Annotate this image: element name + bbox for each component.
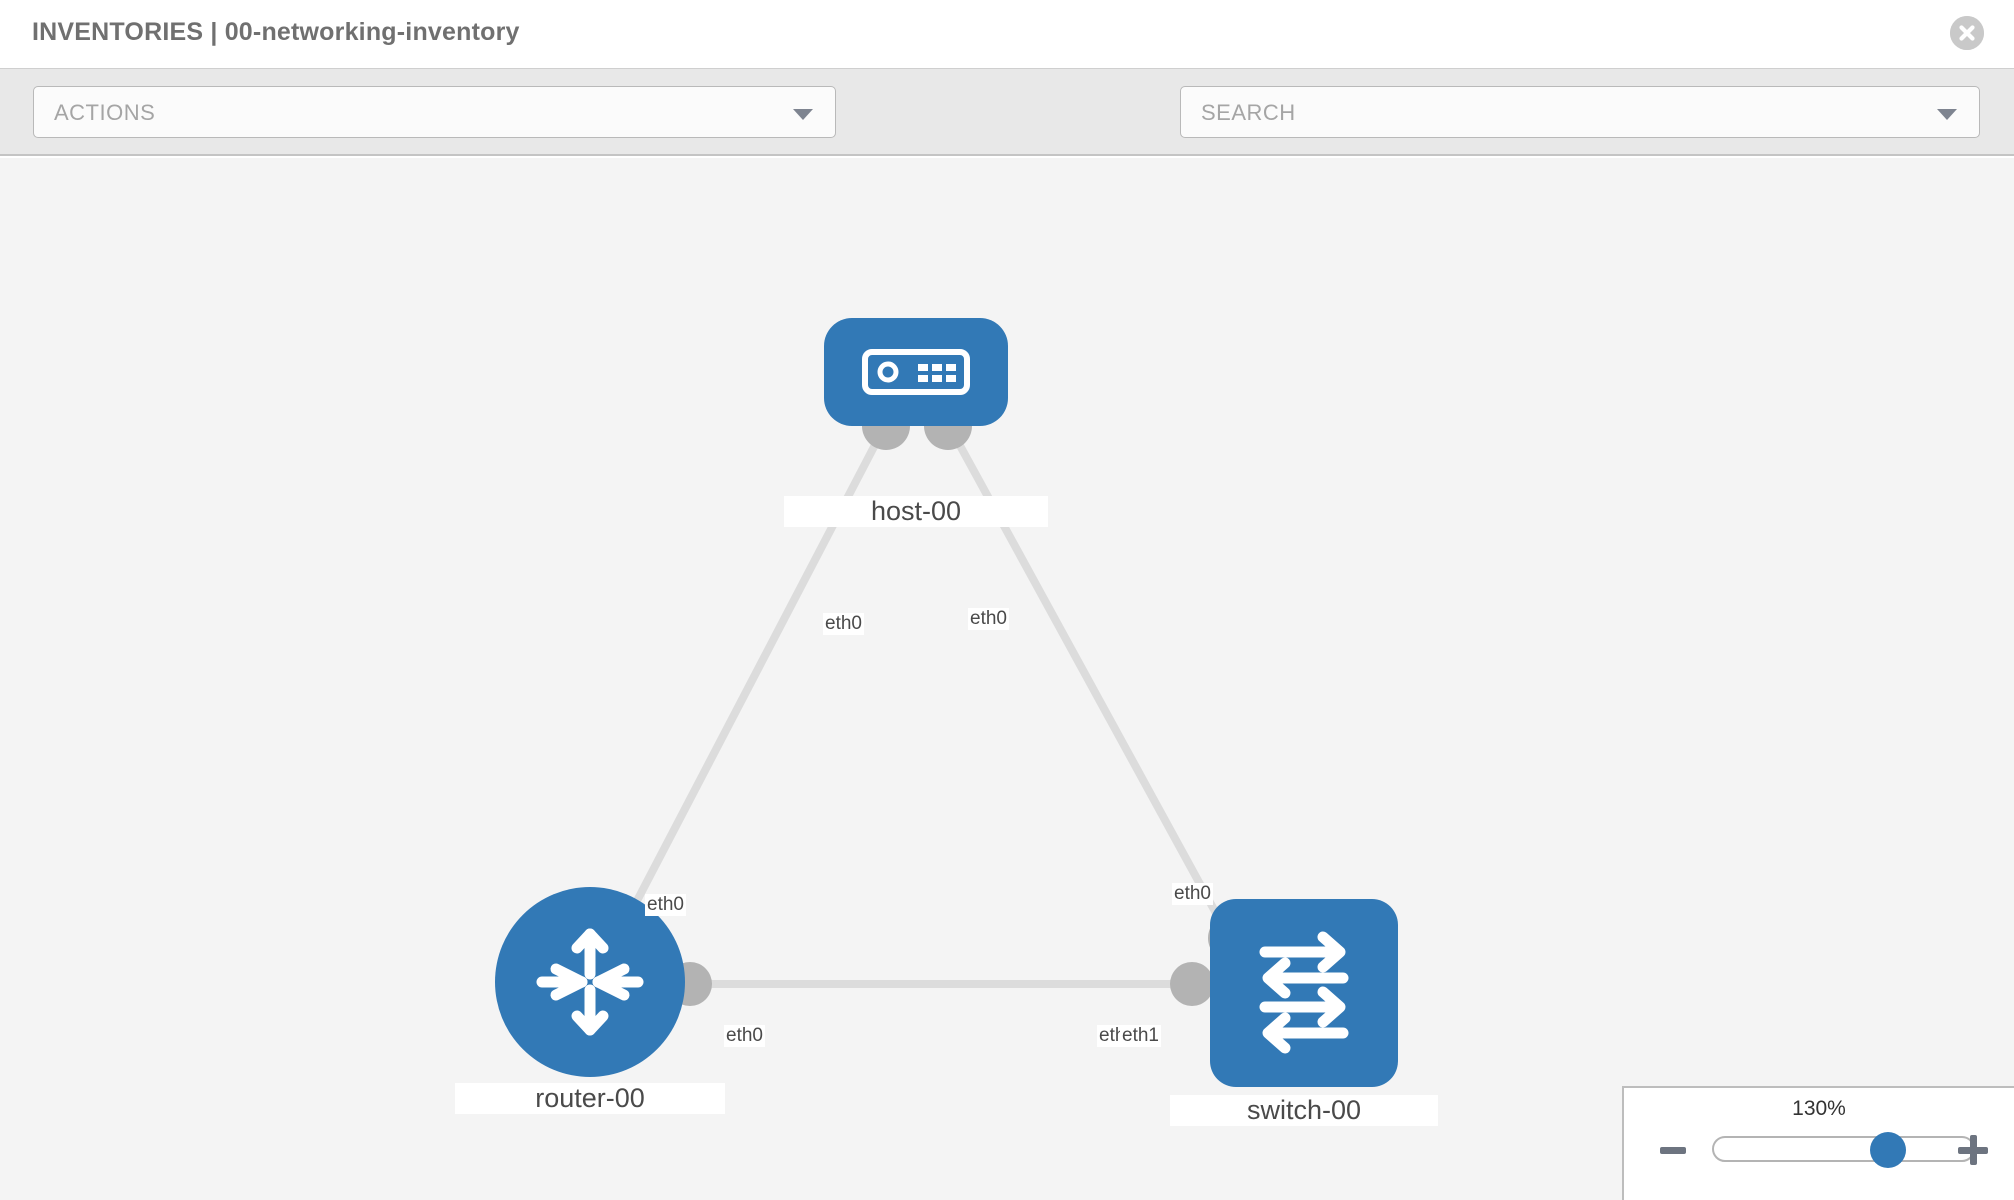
iface-label-host-left: eth0 [823, 613, 864, 635]
search-placeholder: SEARCH [1201, 100, 1296, 125]
page-header: INVENTORIES | 00-networking-inventory [0, 0, 2014, 68]
router-node-shape[interactable] [495, 887, 685, 1077]
actions-dropdown-label: ACTIONS [54, 100, 156, 125]
search-input[interactable]: SEARCH [1180, 86, 1980, 138]
iface-label-router-up: eth0 [645, 894, 686, 916]
switch-node-shape[interactable] [1210, 899, 1398, 1087]
node-label-host: host-00 [784, 496, 1048, 527]
close-icon[interactable] [1950, 16, 1984, 50]
zoom-control-panel: 130% [1622, 1086, 2014, 1200]
iface-label-switch-left: eth1 [1120, 1025, 1161, 1047]
iface-label-switch-up: eth0 [1172, 883, 1213, 905]
toolbar: ACTIONS SEARCH [0, 68, 2014, 196]
page-title: INVENTORIES | 00-networking-inventory [32, 18, 520, 46]
iface-label-router-right: eth0 [724, 1025, 765, 1047]
topology-canvas[interactable]: host-00 router-00 [0, 158, 2014, 1200]
zoom-slider[interactable] [1712, 1132, 1975, 1168]
endpoint-switch-left [1170, 962, 1214, 1006]
chevron-down-icon [793, 109, 813, 120]
node-label-switch: switch-00 [1170, 1095, 1438, 1126]
topology-links [624, 402, 1256, 1006]
zoom-in-button[interactable] [1958, 1135, 1988, 1165]
zoom-level-value: 130% [1792, 1097, 1846, 1120]
server-icon [862, 349, 970, 395]
node-label-router: router-00 [455, 1083, 725, 1114]
host-node-shape[interactable] [824, 318, 1008, 426]
switch-arrows-icon [1259, 931, 1349, 1054]
link-host-router [624, 418, 892, 920]
actions-dropdown[interactable]: ACTIONS [33, 86, 836, 138]
zoom-out-button[interactable] [1660, 1147, 1686, 1154]
chevron-down-icon [1937, 109, 1957, 120]
zoom-slider-thumb[interactable] [1869, 1132, 1906, 1168]
iface-label-host-right: eth0 [968, 608, 1009, 630]
router-arrows-icon [536, 928, 644, 1036]
